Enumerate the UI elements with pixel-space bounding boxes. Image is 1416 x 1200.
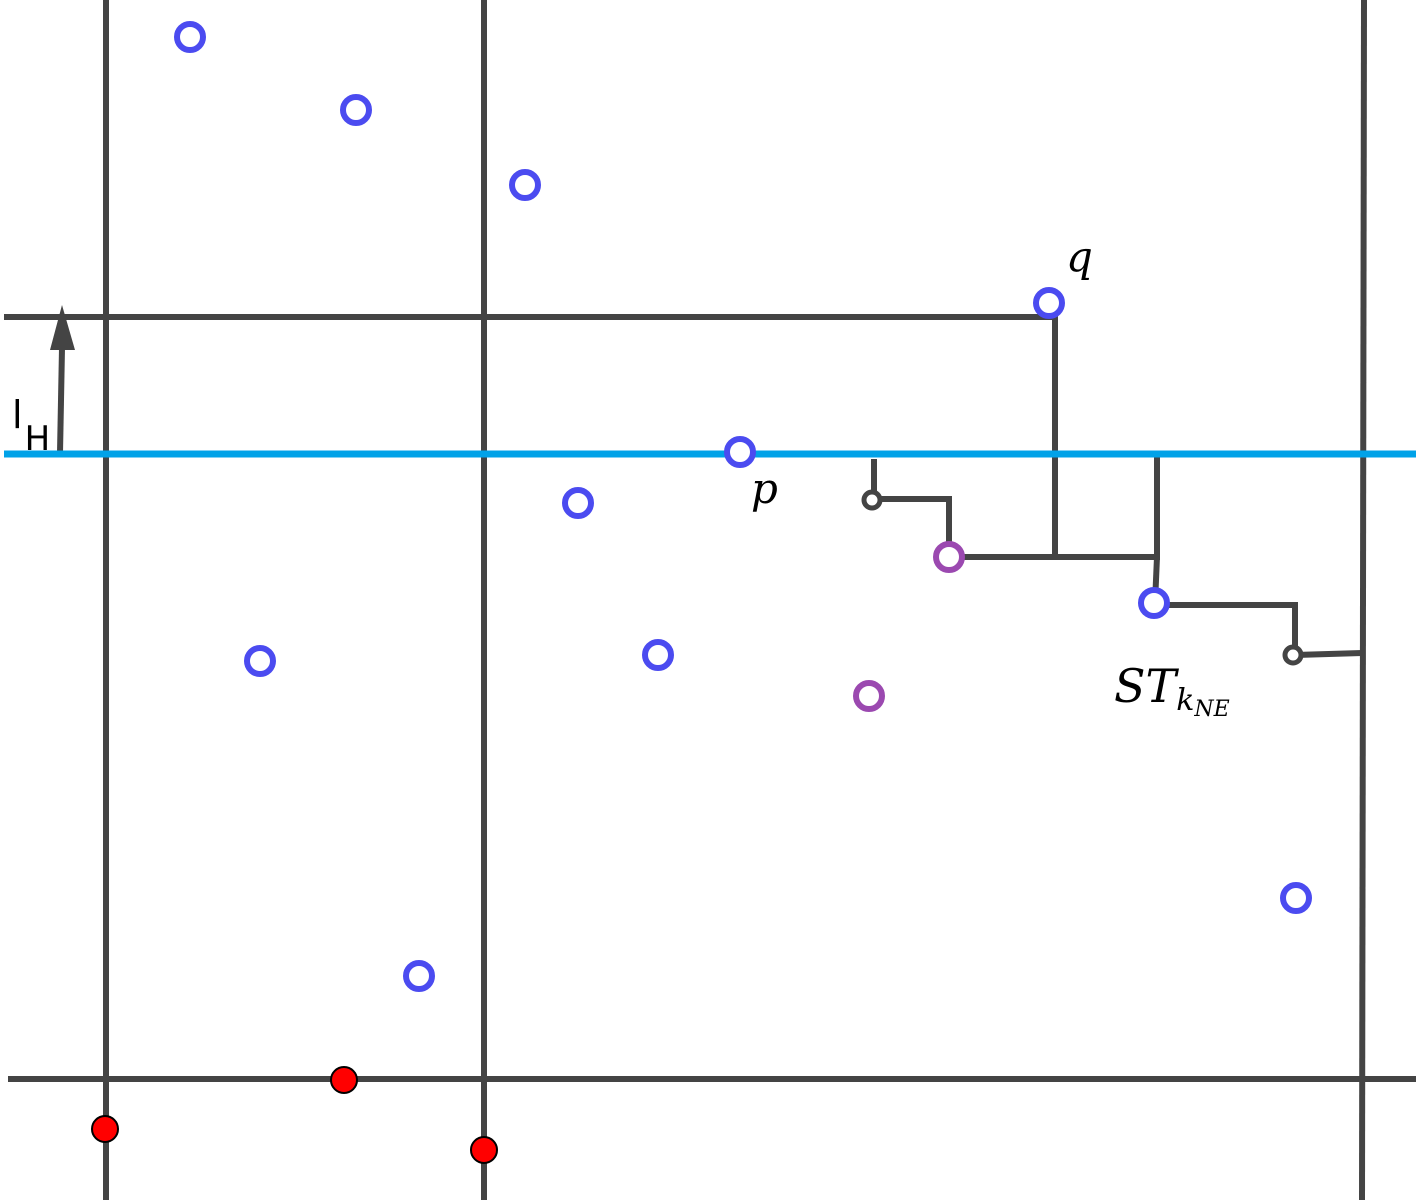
tree-edge-right-branch (1155, 602, 1363, 659)
red-points (91, 1066, 498, 1164)
sweep-arrow (50, 305, 75, 454)
blue-point (562, 487, 594, 519)
sweep-label-main: l (12, 393, 23, 437)
purple-point (853, 680, 885, 712)
tree-edge-left-branch (874, 496, 952, 557)
blue-point (340, 94, 372, 126)
purple-point (933, 541, 965, 573)
steiner-nodes (861, 489, 1304, 666)
blue-point (1138, 587, 1170, 619)
blue-point (509, 169, 541, 201)
steiner-node (861, 489, 883, 511)
blue-point (174, 21, 206, 53)
purple-points (853, 541, 965, 712)
red-point (470, 1136, 498, 1164)
red-point (91, 1115, 119, 1143)
tree-label-main: ST (1114, 659, 1180, 713)
red-point (330, 1066, 358, 1094)
sweep-arrow-shaft (57, 347, 65, 454)
steiner-tree-edges (871, 314, 1363, 659)
blue-point (403, 960, 435, 992)
sweep-label: lH (12, 393, 50, 459)
sweep-label-sub: H (25, 419, 51, 459)
grid-lines (4, 0, 1416, 1200)
tree-edge-q-branch (1052, 314, 1058, 557)
steiner-node (1282, 644, 1304, 666)
labels: lH p q STkNE (12, 232, 1230, 722)
vertical-line-right (1359, 0, 1367, 1200)
label-q: q (1066, 232, 1093, 281)
blue-point (244, 645, 276, 677)
tree-label-sub-k: k (1176, 683, 1194, 718)
blue-points (174, 21, 1312, 992)
blue-point (1280, 882, 1312, 914)
tree-label-sub-sub: NE (1193, 697, 1229, 722)
label-p: p (751, 464, 778, 513)
sweep-arrow-head (50, 305, 75, 350)
blue-point (642, 639, 674, 671)
tree-label: STkNE (1114, 659, 1230, 722)
point-q (1033, 287, 1065, 319)
point-p (724, 436, 756, 468)
